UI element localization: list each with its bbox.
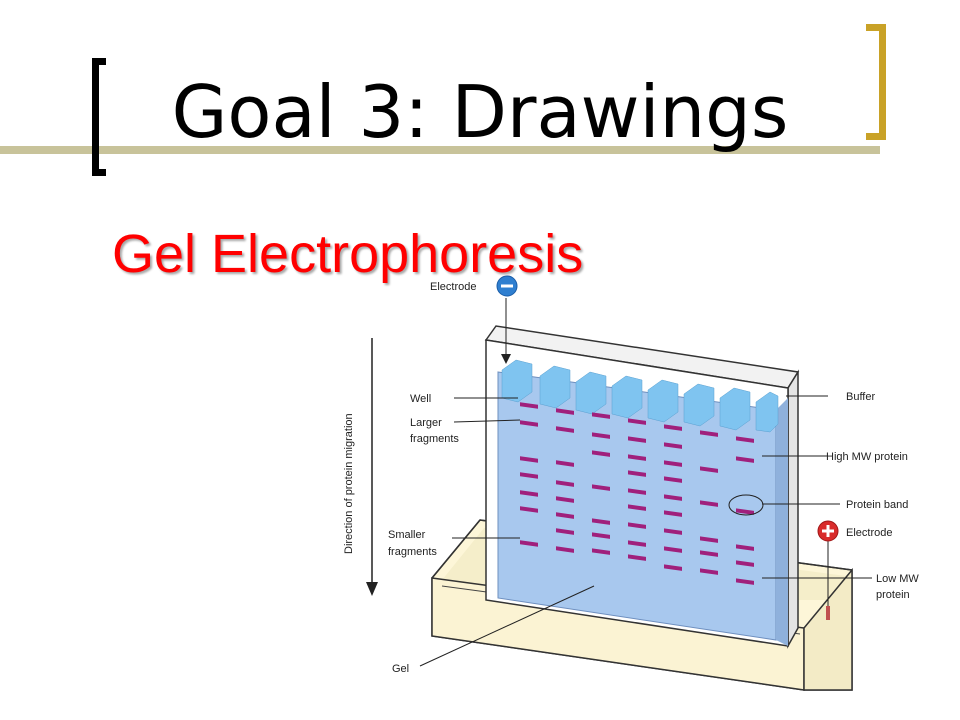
protein-band	[736, 578, 754, 585]
protein-band	[664, 476, 682, 483]
label-pointer-lines	[419, 298, 872, 667]
protein-band	[592, 532, 610, 539]
protein-band	[520, 420, 538, 427]
protein-band	[628, 554, 646, 561]
protein-band	[556, 408, 574, 415]
protein-band	[664, 442, 682, 449]
label-larger-2: fragments	[410, 433, 459, 445]
migration-direction-arrow	[366, 338, 378, 596]
protein-band	[700, 536, 718, 543]
protein-band	[520, 540, 538, 547]
protein-band	[628, 504, 646, 511]
minus-circle-icon	[496, 275, 518, 297]
label-protein-band: Protein band	[846, 499, 908, 511]
protein-band	[700, 550, 718, 557]
slide-title: Goal 3: Drawings	[171, 70, 789, 154]
electrode-wire	[826, 606, 830, 620]
label-high-mw: High MW protein	[826, 451, 908, 463]
left-bracket	[92, 58, 106, 176]
right-bracket	[866, 24, 886, 140]
protein-band	[736, 436, 754, 443]
label-larger-1: Larger	[410, 417, 442, 429]
protein-band	[736, 544, 754, 551]
protein-band	[700, 568, 718, 575]
label-well: Well	[410, 393, 431, 405]
wells	[501, 359, 779, 433]
protein-band	[736, 560, 754, 567]
protein-band	[736, 508, 754, 515]
label-gel: Gel	[392, 663, 409, 675]
protein-band	[664, 564, 682, 571]
protein-band	[628, 470, 646, 477]
protein-band	[664, 494, 682, 501]
protein-band	[592, 412, 610, 419]
protein-band	[700, 430, 718, 437]
protein-band	[628, 540, 646, 547]
label-electrode-bottom: Electrode	[846, 527, 892, 539]
protein-band	[556, 546, 574, 553]
protein-band	[520, 456, 538, 463]
protein-band	[592, 432, 610, 439]
slide-subtitle: Gel Electrophoresis	[112, 224, 584, 284]
protein-band	[736, 456, 754, 463]
protein-band	[700, 466, 718, 473]
protein-band	[592, 548, 610, 555]
protein-band	[700, 500, 718, 507]
protein-band	[628, 436, 646, 443]
protein-band	[556, 528, 574, 535]
protein-band	[556, 460, 574, 467]
protein-band	[664, 510, 682, 517]
protein-bands	[520, 402, 754, 585]
protein-band	[520, 402, 538, 409]
protein-band	[520, 506, 538, 513]
protein-band	[592, 450, 610, 457]
label-buffer: Buffer	[846, 391, 875, 403]
protein-band	[664, 424, 682, 431]
title-underline-rule	[0, 146, 880, 154]
protein-band	[628, 454, 646, 461]
protein-band	[628, 418, 646, 425]
protein-band	[520, 472, 538, 479]
label-low-mw-2: protein	[876, 589, 910, 601]
protein-band	[664, 528, 682, 535]
protein-band	[556, 426, 574, 433]
label-smaller-2: fragments	[388, 546, 437, 558]
protein-band	[664, 546, 682, 553]
protein-band	[628, 488, 646, 495]
protein-band	[592, 518, 610, 525]
gel-cassette	[484, 325, 800, 649]
plus-circle-icon	[817, 520, 839, 542]
label-electrode-top: Electrode	[430, 281, 476, 293]
protein-band	[556, 512, 574, 519]
protein-band	[520, 490, 538, 497]
protein-band	[556, 480, 574, 487]
protein-band	[664, 460, 682, 467]
label-smaller-1: Smaller	[388, 529, 426, 541]
protein-band	[556, 496, 574, 503]
protein-band	[628, 522, 646, 529]
label-low-mw-1: Low MW	[876, 573, 919, 585]
label-direction: Direction of protein migration	[343, 413, 355, 554]
protein-band	[592, 484, 610, 491]
